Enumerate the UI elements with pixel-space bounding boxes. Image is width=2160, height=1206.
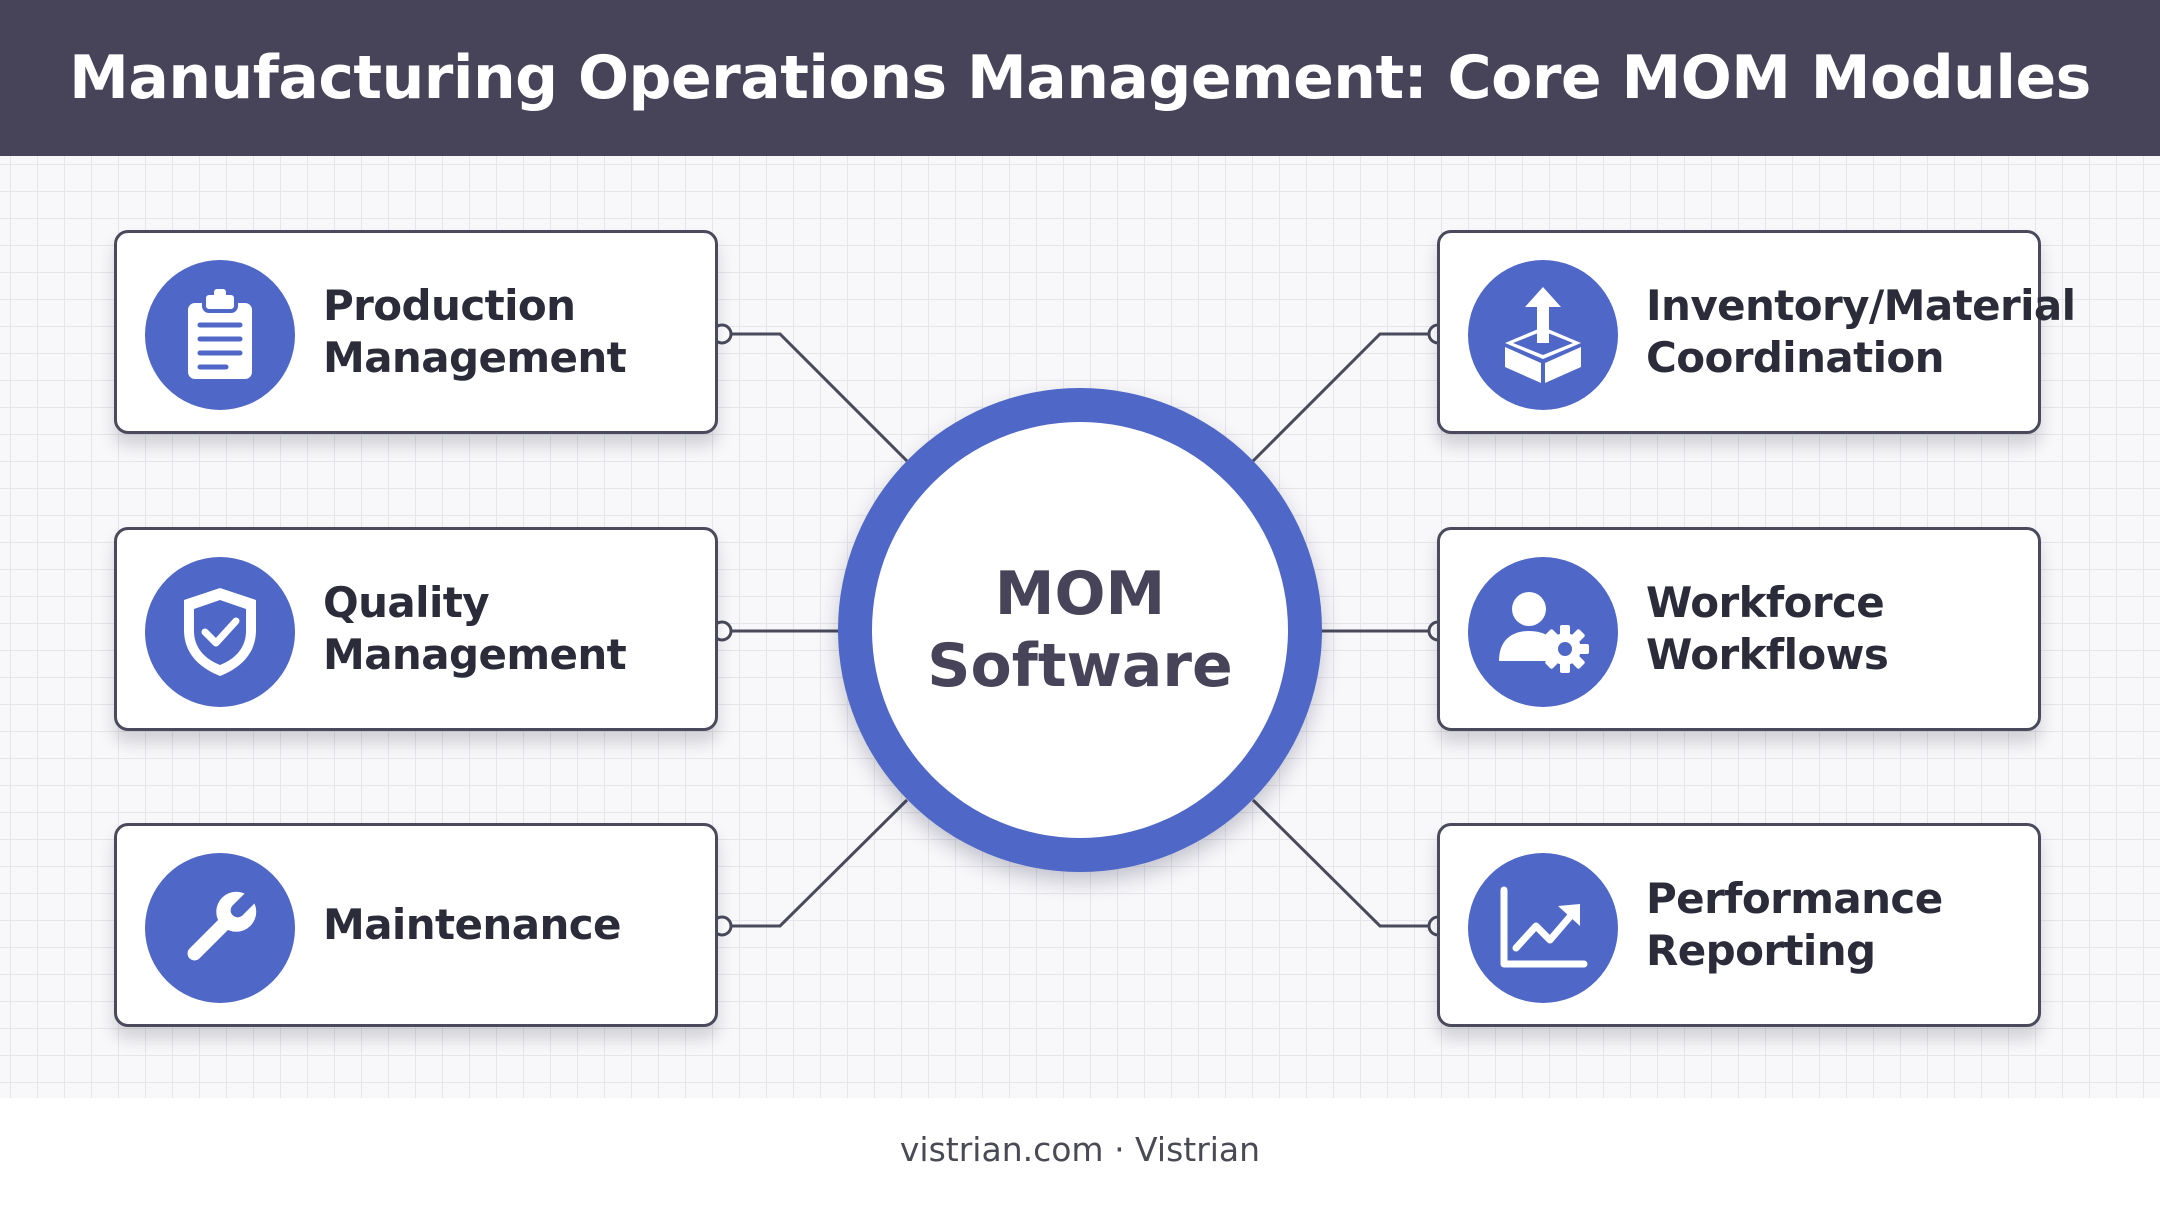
connector-production (722, 332, 909, 463)
module-label: Quality Management (323, 578, 627, 679)
hub-inner: MOM Software (872, 422, 1288, 838)
connector-maintenance (722, 798, 909, 928)
box-upload-icon (1468, 260, 1618, 410)
shield-check-icon (145, 557, 295, 707)
module-card-maintenance: Maintenance (114, 823, 718, 1027)
connector-performance (1251, 798, 1438, 928)
module-label: Maintenance (323, 900, 622, 949)
clipboard-icon (145, 260, 295, 410)
module-card-performance: Performance Reporting (1437, 823, 2041, 1027)
module-card-production: Production Management (114, 230, 718, 434)
trend-chart-icon (1468, 853, 1618, 1003)
module-card-workforce: Workforce Workflows (1437, 527, 2041, 731)
module-card-quality: Quality Management (114, 527, 718, 731)
module-label: Performance Reporting (1646, 874, 1943, 975)
connector-inventory (1251, 332, 1438, 463)
user-gear-icon (1468, 557, 1618, 707)
module-label: Workforce Workflows (1646, 578, 1889, 679)
hub-label: MOM Software (927, 559, 1233, 701)
wrench-icon (145, 853, 295, 1003)
title-bar: Manufacturing Operations Management: Cor… (0, 0, 2160, 156)
module-card-inventory: Inventory/Material Coordination (1437, 230, 2076, 434)
module-label: Production Management (323, 281, 627, 382)
footer-credit: vistrian.com · Vistrian (899, 1130, 1261, 1169)
mom-hub: MOM Software (838, 388, 1322, 872)
module-label: Inventory/Material Coordination (1646, 281, 2076, 382)
page-title: Manufacturing Operations Management: Cor… (69, 43, 2091, 113)
